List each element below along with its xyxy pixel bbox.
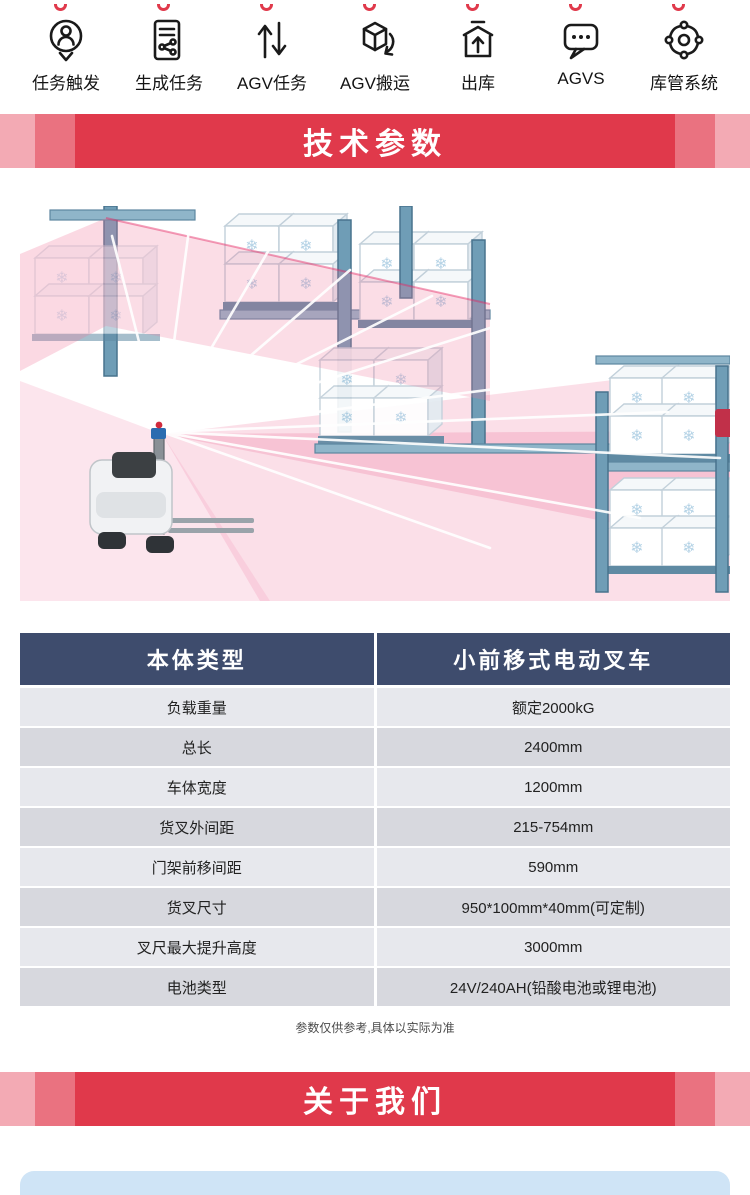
spec-header-type: 本体类型: [20, 633, 374, 685]
spec-label: 货叉外间距: [20, 808, 374, 846]
flow-step-label: 出库: [461, 74, 495, 93]
chat-bubble-icon: [557, 16, 605, 64]
table-row: 车体宽度 1200mm: [20, 768, 730, 806]
route-arrows-icon: [248, 16, 296, 64]
spec-value: 590mm: [376, 848, 730, 886]
warehouse-illustration: ❄: [20, 205, 731, 601]
flow-step-outbound: 出库: [428, 4, 528, 94]
footer-card: [20, 1171, 730, 1195]
table-row: 负载重量 额定2000kG: [20, 688, 730, 726]
flow-step-label: AGVS: [557, 69, 605, 88]
flow-step-agv-task: AGV任务: [222, 4, 322, 94]
flow-step-task-trigger: 任务触发: [16, 4, 116, 94]
red-dot-icon: [363, 4, 376, 11]
section-title: 技术参数: [303, 128, 447, 161]
outbound-box-icon: [454, 16, 502, 64]
spec-label: 车体宽度: [20, 768, 374, 806]
flow-step-agv-transport: AGV搬运: [325, 4, 425, 94]
task-document-icon: [145, 16, 193, 64]
spec-value: 1200mm: [376, 768, 730, 806]
section-title: 关于我们: [303, 1086, 447, 1119]
spec-label: 电池类型: [20, 968, 374, 1006]
spec-label: 门架前移间距: [20, 848, 374, 886]
spec-table-header: 本体类型 小前移式电动叉车: [20, 633, 730, 685]
spec-label: 负载重量: [20, 688, 374, 726]
red-dot-icon: [672, 4, 685, 11]
process-flow-row: 任务触发 生成任务 AGV任务: [0, 0, 750, 94]
section-banner-tech-params: 技术参数: [0, 114, 750, 168]
person-target-icon: [42, 16, 90, 64]
flow-step-label: 任务触发: [32, 74, 100, 93]
flow-step-wms: 库管系统: [634, 4, 734, 94]
flow-step-label: AGV任务: [237, 74, 307, 93]
flow-step-label: AGV搬运: [340, 74, 410, 93]
spec-value: 3000mm: [376, 928, 730, 966]
red-dot-icon: [157, 4, 170, 11]
table-row: 货叉外间距 215-754mm: [20, 808, 730, 846]
spec-label: 货叉尺寸: [20, 888, 374, 926]
spec-value: 2400mm: [376, 728, 730, 766]
red-dot-icon: [466, 4, 479, 11]
spec-value: 额定2000kG: [376, 688, 730, 726]
table-row: 电池类型 24V/240AH(铅酸电池或锂电池): [20, 968, 730, 1006]
spec-header-model: 小前移式电动叉车: [376, 633, 730, 685]
spec-value: 24V/240AH(铅酸电池或锂电池): [376, 968, 730, 1006]
red-dot-icon: [260, 4, 273, 11]
system-network-icon: [660, 16, 708, 64]
red-dot-icon: [569, 4, 582, 11]
warehouse-scene-svg: ❄: [20, 205, 731, 601]
spec-table: 本体类型 小前移式电动叉车 负载重量 额定2000kG 总长 2400mm 车体…: [20, 633, 730, 1006]
flow-step-agvs: AGVS: [531, 4, 631, 94]
flow-step-label: 生成任务: [135, 74, 203, 93]
spec-disclaimer: 参数仅供参考,具体以实际为准: [295, 1021, 455, 1035]
spec-value: 215-754mm: [376, 808, 730, 846]
spec-label: 总长: [20, 728, 374, 766]
red-dot-icon: [54, 4, 67, 11]
flow-step-label: 库管系统: [650, 74, 718, 93]
box-transport-icon: [351, 16, 399, 64]
table-row: 门架前移间距 590mm: [20, 848, 730, 886]
table-row: 总长 2400mm: [20, 728, 730, 766]
section-banner-about-us: 关于我们: [0, 1072, 750, 1126]
spec-value: 950*100mm*40mm(可定制): [376, 888, 730, 926]
flow-step-generate-task: 生成任务: [119, 4, 219, 94]
agv-forklift: [89, 421, 254, 553]
side-tab: [715, 409, 730, 437]
table-row: 叉尺最大提升高度 3000mm: [20, 928, 730, 966]
table-row: 货叉尺寸 950*100mm*40mm(可定制): [20, 888, 730, 926]
spec-label: 叉尺最大提升高度: [20, 928, 374, 966]
